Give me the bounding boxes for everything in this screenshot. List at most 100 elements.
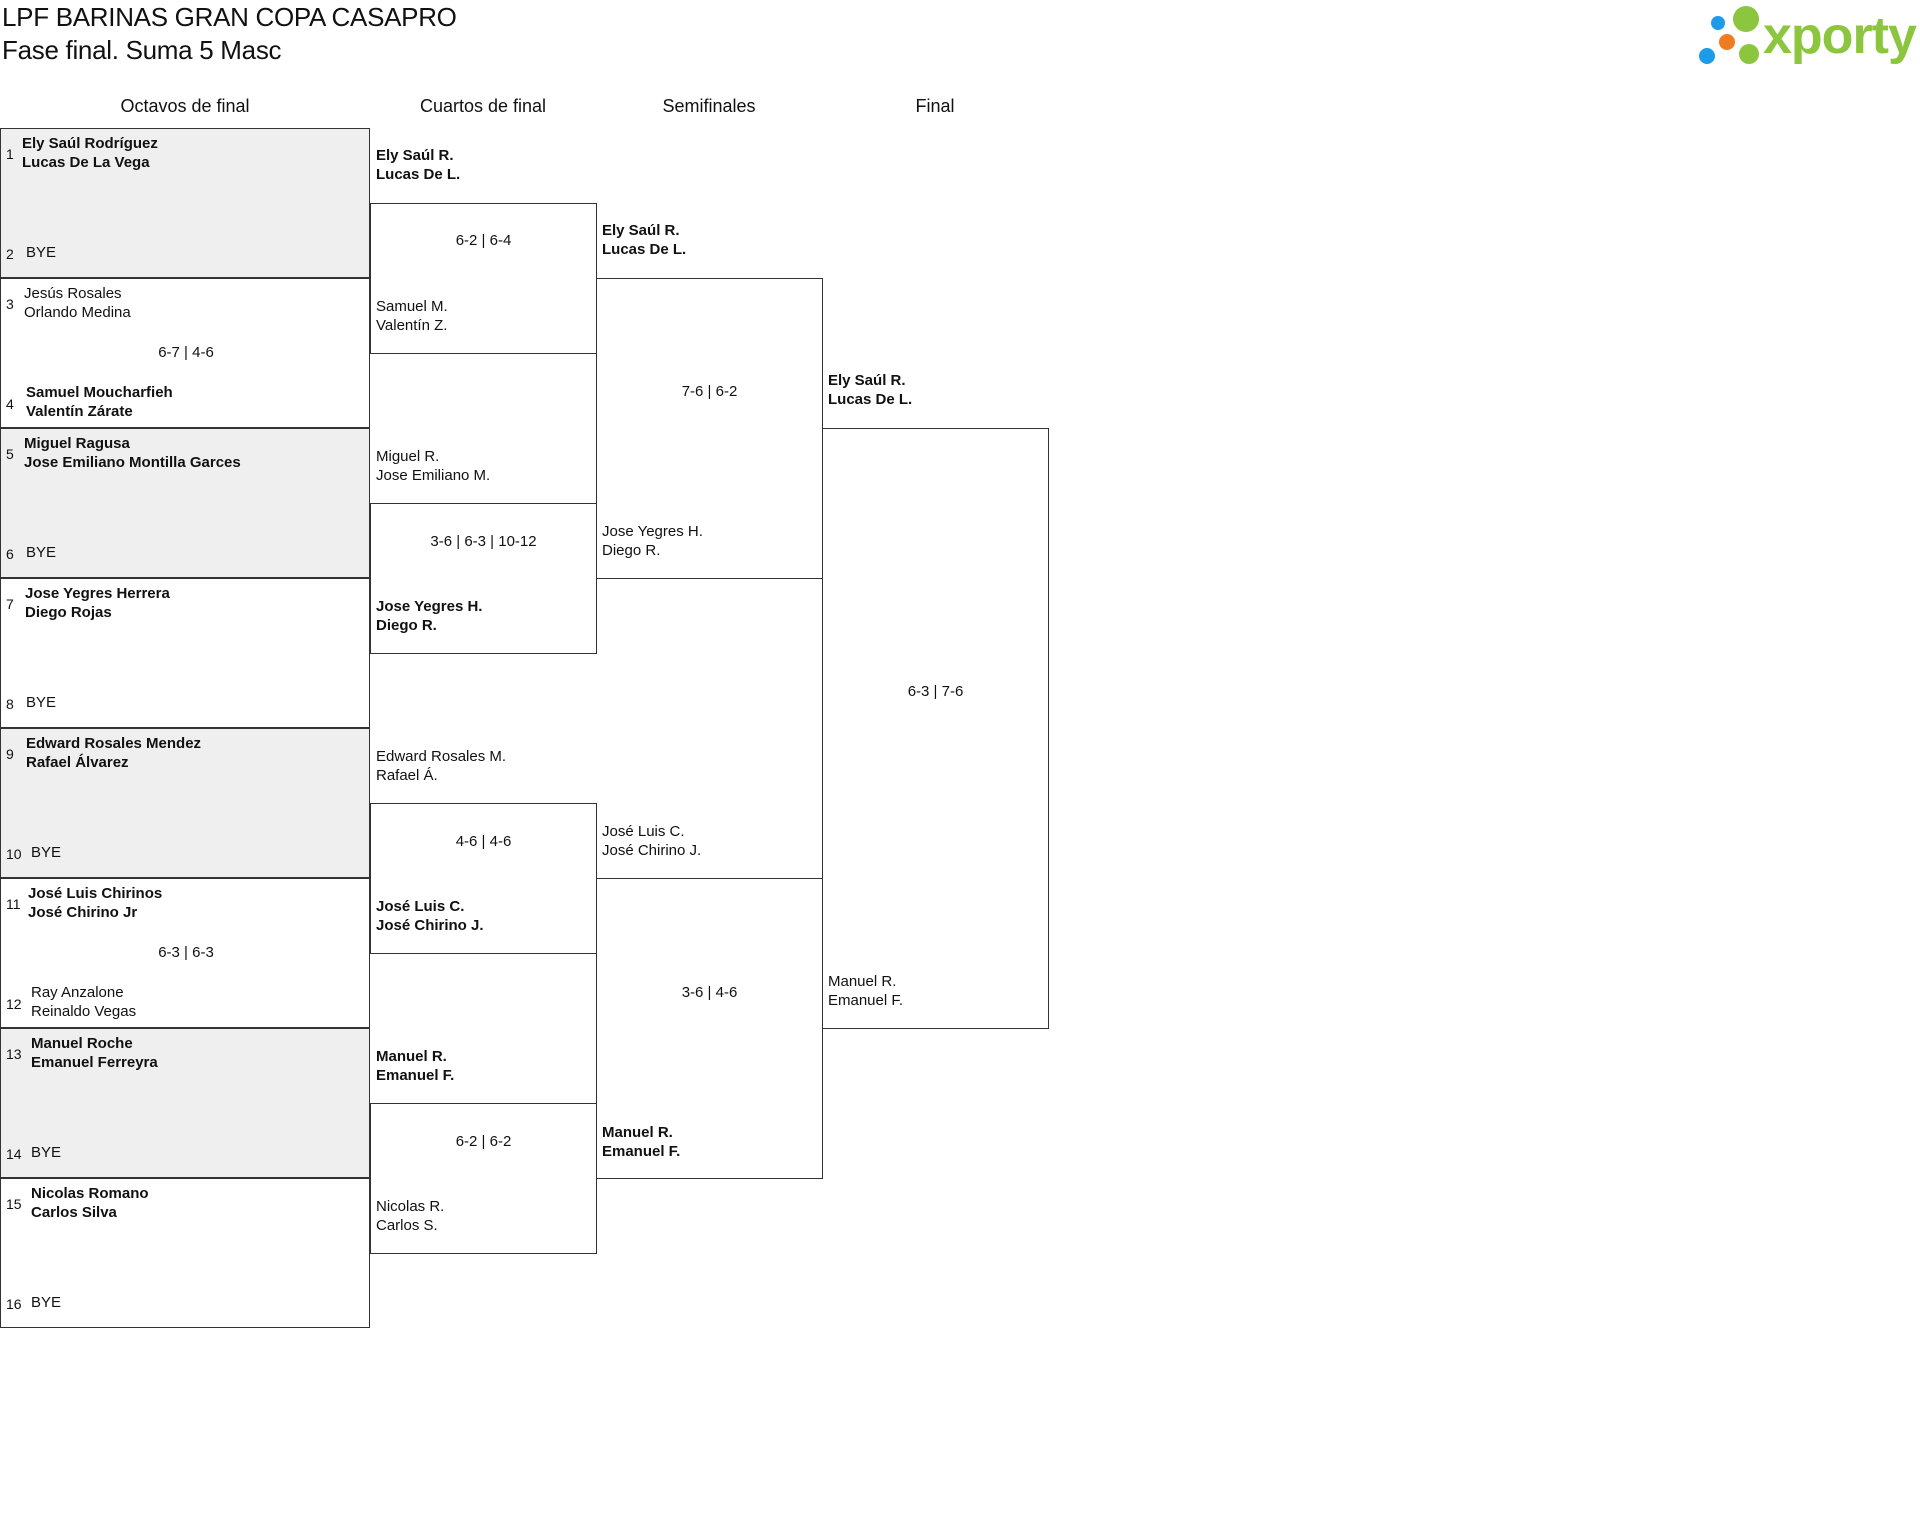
seed-number: 8: [6, 696, 14, 712]
player-name: BYE: [26, 544, 57, 561]
player-name: Rafael Á.: [376, 767, 438, 784]
player-name: Jose Yegres Herrera: [25, 585, 170, 602]
player-name: BYE: [31, 1294, 62, 1311]
player-name: Diego R.: [602, 542, 661, 559]
seed-number: 14: [6, 1146, 22, 1162]
seed-number: 11: [6, 896, 21, 912]
player-name: Diego Rojas: [25, 604, 112, 621]
page-title: LPF BARINAS GRAN COPA CASAPRO: [2, 2, 457, 32]
player-name: Lucas De L.: [602, 241, 687, 258]
r16-match-5: 9 Edward Rosales Mendez Rafael Álvarez 1…: [0, 728, 370, 878]
player-name: Lucas De L.: [376, 166, 461, 183]
seed-number: 10: [6, 846, 22, 862]
seed-number: 5: [6, 446, 14, 462]
player-name: Nicolas R.: [376, 1198, 445, 1215]
seed-number: 6: [6, 546, 14, 562]
player-name: Ely Saúl R.: [376, 147, 454, 164]
player-name: Manuel R.: [602, 1124, 673, 1141]
seed-number: 2: [6, 246, 14, 262]
player-name: Orlando Medina: [24, 304, 131, 321]
player-name: Edward Rosales M.: [376, 748, 507, 765]
player-name: José Luis C.: [602, 823, 685, 840]
player-name: José Chirino Jr: [28, 904, 138, 921]
player-name: Ely Saúl R.: [602, 222, 680, 239]
player-name: Reinaldo Vegas: [31, 1003, 137, 1020]
player-name: Carlos S.: [376, 1217, 438, 1234]
match-score: 6-2 | 6-2: [455, 1133, 512, 1150]
logo-text: xporty: [1763, 7, 1917, 65]
player-name: Lucas De L.: [828, 391, 913, 408]
match-score: 4-6 | 4-6: [455, 833, 512, 850]
seed-number: 7: [6, 596, 14, 612]
r16-match-8: 15 Nicolas Romano Carlos Silva 16 BYE: [0, 1178, 370, 1328]
player-name: Emanuel F.: [828, 992, 904, 1009]
player-name: Edward Rosales Mendez: [26, 735, 202, 752]
seed-number: 9: [6, 746, 14, 762]
logo-dot-orange: [1719, 34, 1735, 50]
match-score: 6-2 | 6-4: [455, 232, 512, 249]
player-name: Jesús Rosales: [24, 285, 122, 302]
player-name: Jose Yegres H.: [376, 598, 483, 615]
xporty-logo: xporty: [1695, 4, 1920, 70]
seed-number: 15: [6, 1196, 22, 1212]
match-score: 7-6 | 6-2: [681, 383, 738, 400]
player-name: José Luis C.: [376, 898, 465, 915]
player-name: Ely Saúl R.: [828, 372, 906, 389]
logo-dot-green-small: [1739, 44, 1759, 64]
player-name: BYE: [26, 244, 57, 261]
r16-match-6: 11 José Luis Chirinos José Chirino Jr 6-…: [0, 878, 370, 1028]
r16-match-1: 1 Ely Saúl Rodríguez Lucas De La Vega 2 …: [0, 128, 370, 278]
r16-match-4: 7 Jose Yegres Herrera Diego Rojas 8 BYE: [0, 578, 370, 728]
player-name: BYE: [31, 1144, 62, 1161]
seed-number: 3: [6, 296, 14, 312]
match-score: 3-6 | 6-3 | 10-12: [430, 533, 537, 550]
final-connector: [822, 428, 1049, 1029]
player-name: Jose Emiliano M.: [376, 467, 491, 484]
player-name: Valentín Zárate: [26, 403, 133, 420]
player-name: José Chirino J.: [602, 842, 702, 859]
player-name: Valentín Z.: [376, 317, 448, 334]
player-name: Emanuel Ferreyra: [31, 1054, 158, 1071]
r16-match-7: 13 Manuel Roche Emanuel Ferreyra 14 BYE: [0, 1028, 370, 1178]
player-name: Jose Yegres H.: [602, 523, 703, 540]
seed-number: 4: [6, 396, 14, 412]
player-name: Samuel M.: [376, 298, 448, 315]
match-score: 3-6 | 4-6: [681, 984, 738, 1001]
player-name: BYE: [31, 844, 62, 861]
player-name: Carlos Silva: [31, 1204, 117, 1221]
seed-number: 1: [6, 146, 14, 162]
player-name: BYE: [26, 694, 57, 711]
logo-dot-blue-small: [1699, 48, 1715, 64]
player-name: Ely Saúl Rodríguez: [22, 135, 158, 152]
match-score: 6-3 | 6-3: [158, 944, 214, 961]
seed-number: 13: [6, 1046, 22, 1062]
player-name: Lucas De La Vega: [22, 154, 150, 171]
player-name: Manuel Roche: [31, 1035, 133, 1052]
round-header-octavos: Octavos de final: [120, 96, 250, 116]
player-name: Emanuel F.: [376, 1067, 455, 1084]
player-name: Jose Emiliano Montilla Garces: [24, 454, 241, 471]
player-name: Miguel Ragusa: [24, 435, 130, 452]
player-name: Manuel R.: [376, 1048, 447, 1065]
player-name: Manuel R.: [828, 973, 897, 990]
r16-match-3: 5 Miguel Ragusa Jose Emiliano Montilla G…: [0, 428, 370, 578]
page-subtitle: Fase final. Suma 5 Masc: [2, 35, 282, 65]
match-score: 6-7 | 4-6: [158, 344, 214, 361]
player-name: Rafael Álvarez: [26, 754, 129, 771]
player-name: Nicolas Romano: [31, 1185, 149, 1202]
seed-number: 16: [6, 1296, 22, 1312]
player-name: Ray Anzalone: [31, 984, 124, 1001]
round-header-cuartos: Cuartos de final: [419, 96, 547, 116]
match-score: 6-3 | 7-6: [907, 683, 964, 700]
logo-dot-blue: [1711, 16, 1725, 30]
player-name: Diego R.: [376, 617, 437, 634]
player-name: Emanuel F.: [602, 1143, 681, 1160]
seed-number: 12: [6, 996, 22, 1012]
player-name: Samuel Moucharfieh: [26, 384, 173, 401]
player-name: José Chirino J.: [376, 917, 484, 934]
player-name: José Luis Chirinos: [28, 885, 163, 902]
logo-dot-green: [1733, 6, 1759, 32]
r16-match-2: 3 Jesús Rosales Orlando Medina 6-7 | 4-6…: [0, 278, 370, 428]
round-header-semis: Semifinales: [662, 96, 756, 116]
round-header-final: Final: [915, 96, 955, 116]
